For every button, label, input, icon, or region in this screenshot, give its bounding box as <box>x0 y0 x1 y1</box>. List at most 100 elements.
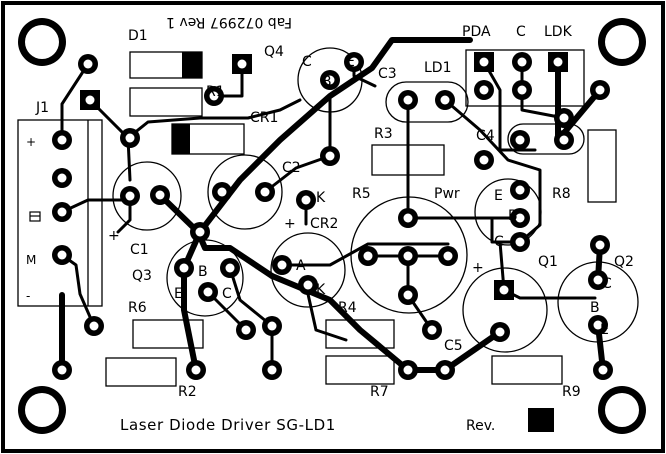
pad-hole <box>57 135 67 145</box>
label-c4: C4 <box>476 128 495 144</box>
label-r6: R6 <box>128 300 147 316</box>
pad-hole <box>217 187 227 197</box>
label-q3-b: B <box>198 264 208 280</box>
label-pwr: Pwr <box>434 186 460 202</box>
label-r1: R1 <box>206 84 225 100</box>
label-q2-c: C <box>602 276 612 292</box>
pad-hole <box>559 135 569 145</box>
label-j1-plus: + <box>26 135 36 149</box>
pad-hole <box>515 213 525 223</box>
pad-hole <box>403 95 413 105</box>
label-q1-e: E <box>494 188 503 204</box>
pad-hole <box>349 57 359 67</box>
label-j1: J1 <box>35 100 49 116</box>
pad-hole <box>237 59 247 69</box>
pad-hole <box>301 195 311 205</box>
pad-hole <box>403 365 413 375</box>
label-q2-b: B <box>590 300 600 316</box>
label-r7: R7 <box>370 384 389 400</box>
pad-hole <box>517 57 527 67</box>
label-q1-c: C <box>494 234 504 250</box>
pads <box>52 52 613 380</box>
label-cr2-plus: + <box>284 216 296 232</box>
pad-hole <box>515 135 525 145</box>
pad-hole <box>363 251 373 261</box>
pad-hole <box>85 95 95 105</box>
pad-hole <box>155 190 165 200</box>
pad-hole <box>125 133 135 143</box>
label-q3: Q3 <box>132 268 152 284</box>
label-q4: Q4 <box>264 44 284 60</box>
pad-hole <box>260 187 270 197</box>
pad-hole <box>191 365 201 375</box>
label-j1-m: M <box>26 253 36 267</box>
pad-hole <box>83 59 93 69</box>
silkscreen-labels: D1 R1 Q4 C B E C3 LD1 PDA C LDK J1 CR1 C… <box>26 14 634 434</box>
pad-hole <box>325 151 335 161</box>
pad-hole <box>598 365 608 375</box>
label-cr1: CR1 <box>250 110 278 126</box>
pad-hole <box>57 365 67 375</box>
pad-hole <box>209 91 219 101</box>
pad-hole <box>303 280 313 290</box>
label-cr2: CR2 <box>310 216 338 232</box>
pad-hole <box>440 95 450 105</box>
pad-hole <box>403 251 413 261</box>
pad-hole <box>241 325 251 335</box>
pad-hole <box>125 191 135 201</box>
label-r4: R4 <box>338 300 357 316</box>
pad-hole <box>403 290 413 300</box>
label-q1: Q1 <box>538 254 558 270</box>
rev-label: Rev. <box>466 418 495 434</box>
label-r2: R2 <box>178 384 197 400</box>
label-ld1: LD1 <box>424 60 452 76</box>
label-pda: PDA <box>462 24 491 40</box>
label-q4-e: E <box>346 54 355 70</box>
label-r5: R5 <box>352 186 371 202</box>
pad-hole <box>479 57 489 67</box>
label-d1: D1 <box>128 28 148 44</box>
pad-hole <box>499 285 509 295</box>
pad-hole <box>403 213 413 223</box>
pad-hole <box>267 321 277 331</box>
pad-hole <box>517 85 527 95</box>
pad-hole <box>57 207 67 217</box>
label-r9: R9 <box>562 384 581 400</box>
label-c1: C1 <box>130 242 149 258</box>
pad-hole <box>57 250 67 260</box>
pad-hole <box>495 327 505 337</box>
label-cr2-a: A <box>296 258 306 274</box>
pad-hole <box>89 321 99 331</box>
fab-label: Fab 072997 Rev 1 <box>166 14 292 30</box>
label-r3: R3 <box>374 126 393 142</box>
label-q4-b: B <box>322 74 332 90</box>
label-k: K <box>316 190 326 206</box>
pad-hole <box>515 185 525 195</box>
pad-hole <box>595 240 605 250</box>
label-r8: R8 <box>552 186 571 202</box>
label-ldk: LDK <box>544 24 573 40</box>
label-q3-c: C <box>222 286 232 302</box>
pad-hole <box>479 85 489 95</box>
label-c1-plus: + <box>108 228 120 244</box>
label-c5: C5 <box>444 338 463 354</box>
label-q1-b: B <box>508 208 518 224</box>
pad-hole <box>195 227 205 237</box>
pad-hole <box>553 57 563 67</box>
pad-hole <box>277 260 287 270</box>
component-outlines <box>17 47 639 432</box>
pad-hole <box>443 251 453 261</box>
label-q2: Q2 <box>614 254 634 270</box>
label-q4-c: C <box>302 54 312 70</box>
pad-hole <box>440 365 450 375</box>
pad-hole <box>479 155 489 165</box>
label-q1-plus: + <box>472 260 484 276</box>
pad-hole <box>593 320 603 330</box>
pad-hole <box>203 287 213 297</box>
label-j1-minus: - <box>26 289 30 303</box>
label-cr2-k: K <box>316 282 326 298</box>
pad-hole <box>325 75 335 85</box>
